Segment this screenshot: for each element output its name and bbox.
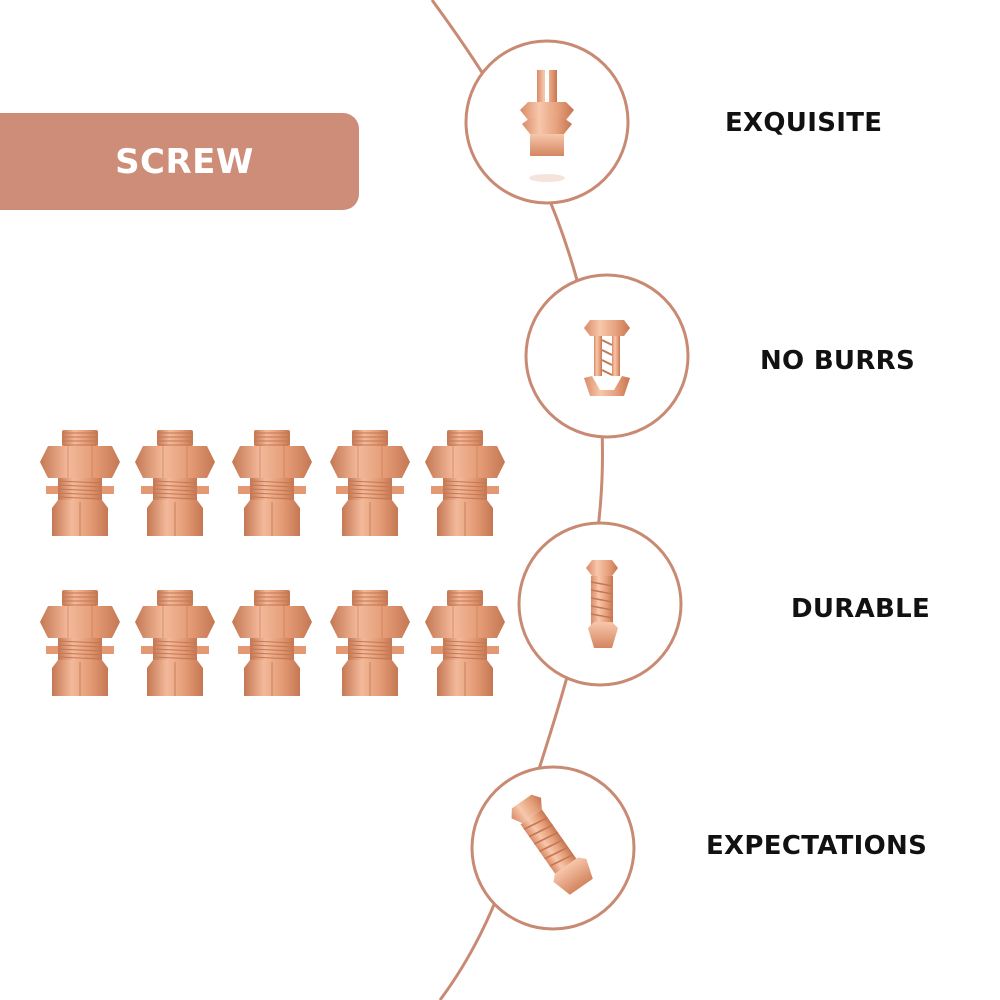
feature-circle-expectations	[470, 765, 636, 931]
split-bolt-icon	[586, 560, 618, 648]
feature-label-no-burrs: NO BURRS	[760, 346, 916, 376]
feature-label-durable: DURABLE	[791, 594, 931, 624]
split-bolt-item	[40, 430, 120, 536]
feature-label-expectations: EXPECTATIONS	[706, 831, 928, 861]
split-bolt-item	[135, 430, 215, 536]
feature-circle-no-burrs	[524, 273, 690, 439]
split-bolt-icon	[584, 320, 630, 396]
feature-circle-exquisite	[464, 39, 630, 205]
feature-label-exquisite: EXQUISITE	[725, 108, 883, 138]
split-bolt-icon	[520, 68, 574, 182]
split-bolt-item	[330, 430, 410, 536]
banner-title: SCREW	[115, 141, 254, 182]
split-bolt-item	[135, 590, 215, 696]
split-bolt-item	[425, 590, 505, 696]
split-bolt-item	[232, 590, 312, 696]
split-bolt-item	[425, 430, 505, 536]
title-banner: SCREW	[0, 113, 359, 210]
split-bolt-item	[330, 590, 410, 696]
split-bolt-item	[40, 590, 120, 696]
split-bolt-icon	[511, 794, 593, 895]
split-bolt-item	[232, 430, 312, 536]
feature-circle-durable	[517, 521, 683, 687]
